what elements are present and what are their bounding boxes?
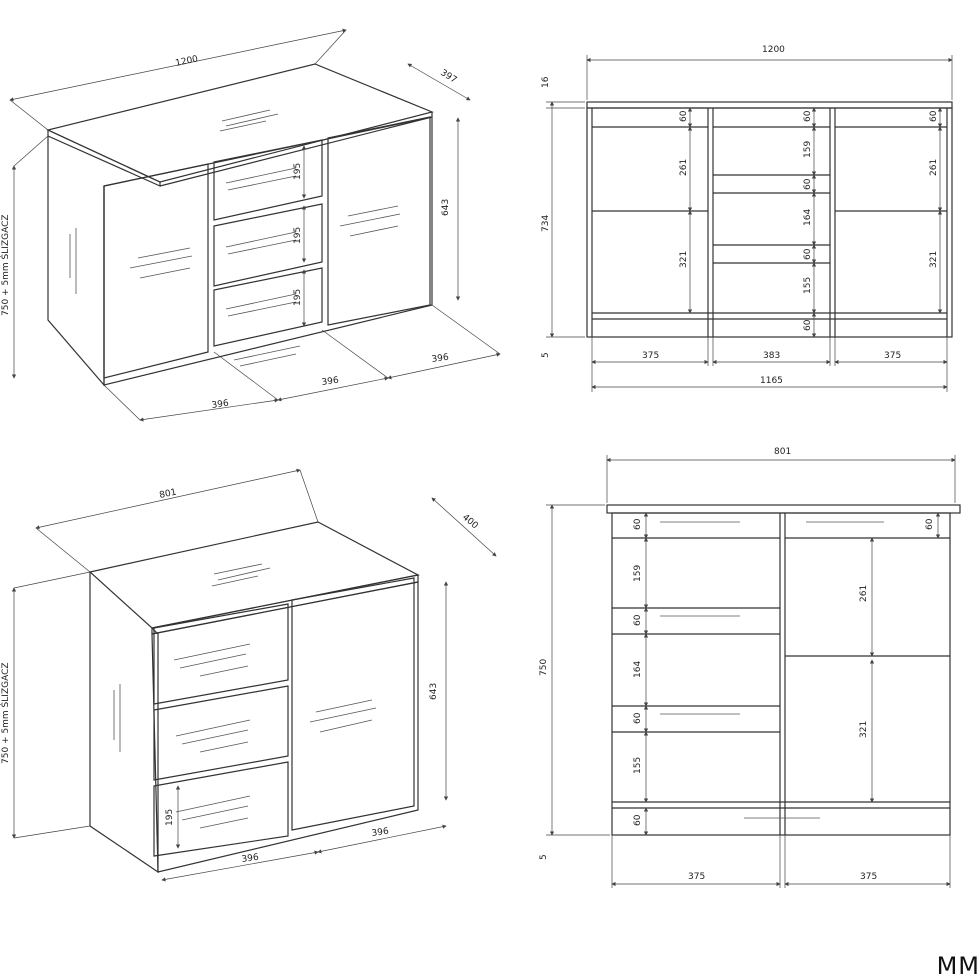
dim-foot: 5 [539,854,549,860]
dim-right-1: 60 [925,518,935,530]
dim-bottom-3: 396 [431,353,450,365]
dim-width: 801 [774,447,791,457]
dim-mid-7: 60 [803,319,813,331]
dim-left-5: 60 [633,712,643,724]
dim-left-6: 155 [633,757,643,774]
sideboard-1200-front-elevation: 1200 16 734 5 60 261 321 60 159 60 164 6… [541,45,953,392]
dim-left-3: 60 [633,614,643,626]
dim-left-2: 261 [679,159,689,176]
dim-bottom-1: 396 [211,399,230,411]
dim-bottom-1: 375 [642,351,659,361]
sideboard-801-front-elevation: 801 750 5 60 159 60 164 60 155 60 60 261… [539,447,961,888]
dim-top: 16 [541,76,551,88]
dim-height-label: 750 + 5mm ŚLIZGACZ [0,214,11,316]
dim-width: 1200 [175,54,200,69]
dim-left-3: 321 [679,251,689,268]
dim-bottom-2: 383 [763,351,780,361]
dim-right-2: 261 [859,585,869,602]
dim-front-height: 643 [441,199,451,216]
dim-left-1: 60 [633,518,643,530]
brand-logo: MM [936,952,980,980]
dim-width: 1200 [762,45,785,55]
dim-mid-6: 155 [803,277,813,294]
dim-drawer-1: 195 [293,163,303,180]
dim-front-height: 643 [429,683,439,700]
dim-foot: 5 [541,352,551,358]
dim-bottom-2: 396 [371,827,390,839]
dim-bottom-2: 396 [321,376,340,388]
dim-drawer-2: 195 [293,227,303,244]
dim-bottom-3: 375 [884,351,901,361]
dim-drawer-3: 195 [293,289,303,306]
dim-mid-4: 164 [803,209,813,226]
dim-right-3: 321 [859,721,869,738]
dim-drawer: 195 [165,809,175,826]
dim-mid-2: 159 [803,141,813,158]
dim-bottom-1: 396 [241,853,260,865]
dim-height-label: 750 + 5mm ŚLIZGACZ [0,662,11,764]
dim-total: 1165 [760,376,783,386]
dim-bottom-2: 375 [860,872,877,882]
dim-height: 750 [539,659,549,676]
dim-bottom-1: 375 [688,872,705,882]
dim-mid-3: 60 [803,178,813,190]
dim-left-2: 159 [633,565,643,582]
dim-mid-5: 60 [803,248,813,260]
dim-right-1: 60 [929,110,939,122]
dim-right-2: 261 [929,159,939,176]
sideboard-1200-perspective: 1200 397 750 + 5mm ŚLIZGACZ 643 195 195 … [0,28,501,422]
dim-mid-1: 60 [803,110,813,122]
dim-body: 734 [541,215,551,232]
sideboard-801-perspective: 801 400 750 + 5mm ŚLIZGACZ 643 195 396 3… [0,468,497,882]
dim-left-1: 60 [679,110,689,122]
dim-left-4: 164 [633,661,643,678]
dim-left-7: 60 [633,814,643,826]
dim-width: 801 [159,488,178,501]
dim-depth: 400 [460,513,480,532]
dim-right-3: 321 [929,251,939,268]
